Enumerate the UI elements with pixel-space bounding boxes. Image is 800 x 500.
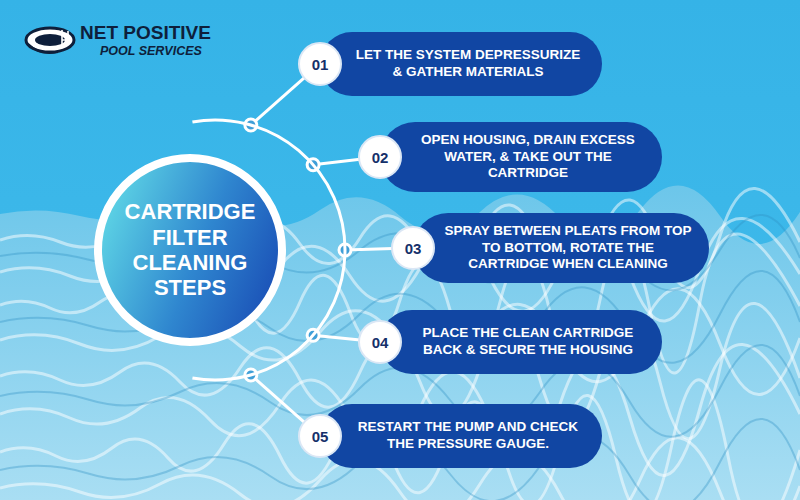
step-number-circle: 01 [298,42,342,86]
step-text: PLACE THE CLEAN CARTRIDGE BACK & SECURE … [410,325,646,359]
step-number: 02 [372,149,389,166]
step-pill: PLACE THE CLEAN CARTRIDGE BACK & SECURE … [380,310,662,374]
step-text: LET THE SYSTEM DEPRESSURIZE & GATHER MAT… [350,47,586,81]
hub-circle: CARTRIDGE FILTER CLEANING STEPS [83,118,347,382]
step-number-circle: 03 [391,226,435,270]
logo-icon [26,28,74,53]
logo-text: NET POSITIVE [80,22,211,44]
step-number: 04 [372,334,389,351]
step-number-circle: 05 [298,414,342,458]
step-pill: SPRAY BETWEEN PLEATS FROM TOP TO BOTTOM,… [413,213,709,284]
hub-disc [98,158,282,342]
step-number: 03 [405,240,422,257]
step-number: 05 [312,428,329,445]
step-pill: LET THE SYSTEM DEPRESSURIZE & GATHER MAT… [320,32,602,96]
step-text: SPRAY BETWEEN PLEATS FROM TOP TO BOTTOM,… [443,223,693,274]
logo-text: POOL SERVICES [100,44,202,58]
connector-line [251,375,305,423]
connector-line [251,77,305,125]
step-pill: OPEN HOUSING, DRAIN EXCESS WATER, & TAKE… [380,122,662,193]
step-text: OPEN HOUSING, DRAIN EXCESS WATER, & TAKE… [410,132,646,183]
step-number-circle: 04 [358,320,402,364]
step-number-circle: 02 [358,135,402,179]
hub-title: CARTRIDGE FILTER CLEANING STEPS [115,199,265,300]
step-text: RESTART THE PUMP AND CHECK THE PRESSURE … [350,419,586,453]
step-pill: RESTART THE PUMP AND CHECK THE PRESSURE … [320,404,602,468]
step-number: 01 [312,56,329,73]
